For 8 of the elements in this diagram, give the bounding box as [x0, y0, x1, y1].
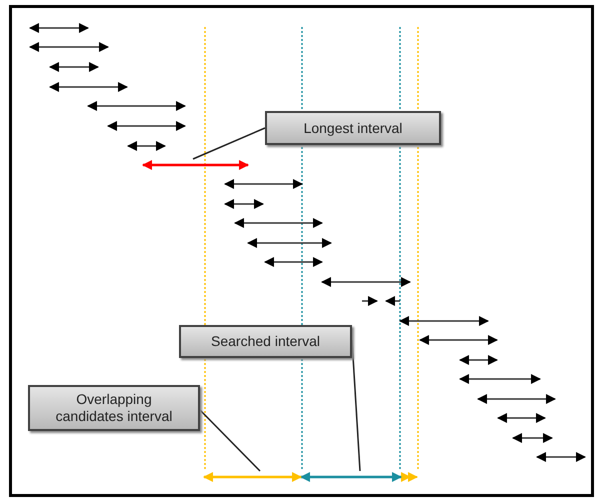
leader-line — [192, 127, 266, 160]
callout-label: Longest interval — [265, 111, 441, 145]
leader-line — [199, 409, 261, 472]
interval-arrow — [142, 158, 249, 172]
interval-arrow — [300, 470, 402, 484]
callout-label: Searched interval — [179, 325, 352, 358]
callout-label: Overlapping candidates interval — [28, 385, 200, 431]
interval-arrow — [203, 470, 302, 484]
